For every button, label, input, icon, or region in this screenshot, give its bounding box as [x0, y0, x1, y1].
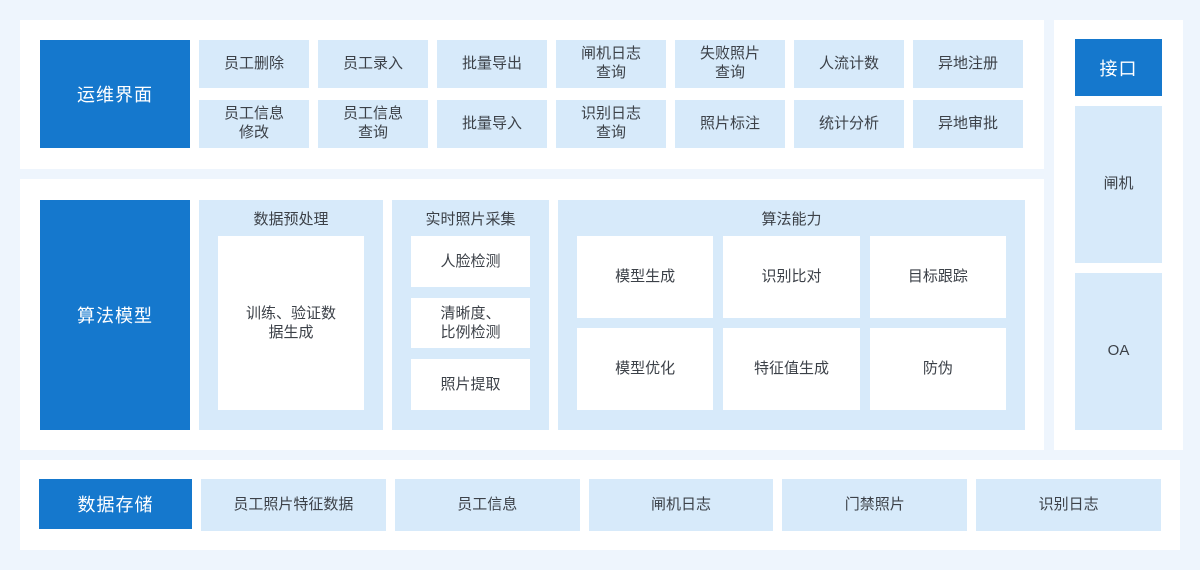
ops-tile-batch-import: 批量导入 [437, 100, 547, 148]
group-title-ability: 算法能力 [761, 210, 822, 228]
box-clarity-ratio-detect: 清晰度、 比例检测 [411, 297, 530, 349]
box-anti-spoofing: 防伪 [869, 328, 1006, 410]
storage-tile-employee-info: 员工信息 [394, 479, 580, 531]
interface-panel: 接口 闸机 OA [1054, 20, 1183, 450]
ops-tile-gate-log-query: 闸机日志 查询 [556, 40, 666, 88]
storage-panel: 数据存储 员工照片特征数据 员工信息 闸机日志 门禁照片 识别日志 [20, 460, 1180, 550]
ops-tile-employee-entry: 员工录入 [318, 40, 428, 88]
ops-tile-employee-info-query: 员工信息 查询 [318, 100, 428, 148]
box-face-detection: 人脸检测 [411, 236, 530, 287]
box-feature-generation: 特征值生成 [723, 328, 860, 410]
ops-tile-people-counting: 人流计数 [794, 40, 904, 88]
ops-tile-recognition-log-query: 识别日志 查询 [556, 100, 666, 148]
ops-tile-employee-info-edit: 员工信息 修改 [199, 100, 309, 148]
group-data-preprocess: 数据预处理 训练、验证数 据生成 [199, 200, 383, 430]
ops-grid: 员工删除 员工录入 批量导出 闸机日志 查询 失败照片 查询 人流计数 异地注册… [199, 40, 1023, 148]
box-target-tracking: 目标跟踪 [869, 236, 1006, 318]
algorithm-panel: 算法模型 数据预处理 训练、验证数 据生成 实时照片采集 人脸检测 清晰度、 比… [20, 179, 1044, 450]
algorithm-band-label: 算法模型 [40, 200, 190, 430]
ops-tile-remote-register: 异地注册 [913, 40, 1023, 88]
group-body-preprocess: 训练、验证数 据生成 [218, 236, 364, 410]
storage-tile-recognition-log: 识别日志 [976, 479, 1161, 531]
box-model-generation: 模型生成 [577, 236, 714, 318]
group-body-ability: 模型生成 识别比对 目标跟踪 模型优化 特征值生成 防伪 [577, 236, 1006, 410]
interface-band-label: 接口 [1075, 39, 1162, 96]
ops-tile-remote-approval: 异地审批 [913, 100, 1023, 148]
ops-tile-photo-annotation: 照片标注 [675, 100, 785, 148]
storage-tile-access-photos: 门禁照片 [782, 479, 968, 531]
interface-tile-oa: OA [1075, 273, 1162, 430]
ops-panel: 运维界面 员工删除 员工录入 批量导出 闸机日志 查询 失败照片 查询 人流计数… [20, 20, 1044, 169]
ops-tile-statistics-analysis: 统计分析 [794, 100, 904, 148]
storage-tile-gate-log: 闸机日志 [588, 479, 774, 531]
group-realtime-photo-capture: 实时照片采集 人脸检测 清晰度、 比例检测 照片提取 [392, 200, 549, 430]
group-title-capture: 实时照片采集 [425, 210, 516, 228]
ops-tile-batch-export: 批量导出 [437, 40, 547, 88]
group-title-preprocess: 数据预处理 [253, 210, 329, 228]
ops-tile-employee-delete: 员工删除 [199, 40, 309, 88]
ops-tile-failed-photo-query: 失败照片 查询 [675, 40, 785, 88]
storage-tile-employee-photo-features: 员工照片特征数据 [201, 479, 386, 531]
storage-band-label: 数据存储 [39, 479, 192, 529]
box-train-validate-data: 训练、验证数 据生成 [218, 236, 364, 410]
box-model-optimization: 模型优化 [577, 328, 714, 410]
box-photo-extraction: 照片提取 [411, 359, 530, 411]
group-algorithm-ability: 算法能力 模型生成 识别比对 目标跟踪 模型优化 特征值生成 防伪 [558, 200, 1025, 430]
ops-band-label: 运维界面 [40, 40, 190, 148]
box-recognition-compare: 识别比对 [723, 236, 860, 318]
interface-tile-gate: 闸机 [1075, 106, 1162, 263]
group-body-capture: 人脸检测 清晰度、 比例检测 照片提取 [411, 236, 530, 411]
